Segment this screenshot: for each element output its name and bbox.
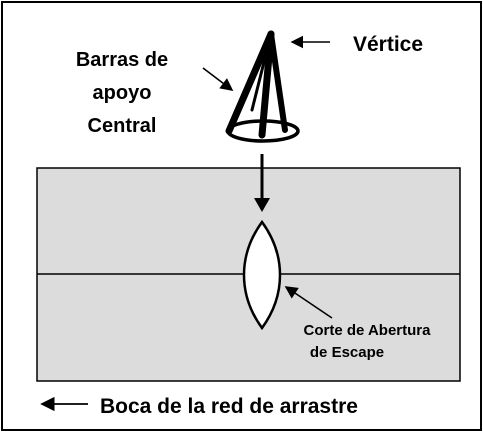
central-bars-label-line2: apoyo	[93, 82, 152, 104]
central-support-bars	[225, 30, 300, 143]
vertex-label: Vértice	[353, 33, 423, 56]
support-ring	[226, 119, 300, 143]
cut-pointer-arrow	[284, 286, 333, 319]
central-bars-label-line1: Barras de	[76, 49, 168, 71]
escape-opening-cut	[242, 219, 282, 331]
cut-label-line1: Corte de Abertura	[304, 322, 432, 339]
bars-pointer-arrow	[202, 67, 234, 91]
central-bars-label-line3: Central	[88, 115, 157, 137]
cut-label-line2: de Escape	[310, 344, 384, 361]
net-mouth-label: Boca de la red de arrastre	[100, 395, 358, 418]
down-arrow-head	[254, 198, 270, 212]
